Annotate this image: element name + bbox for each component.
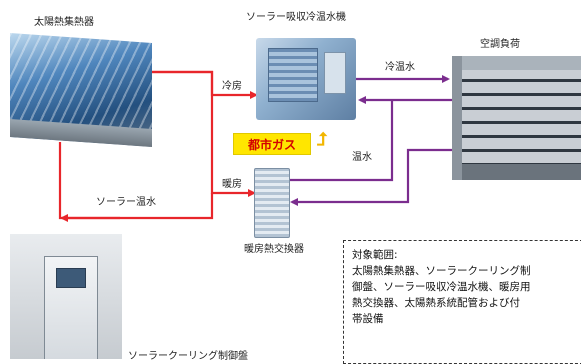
- solar-collector-label: 太陽熱集熱器: [34, 17, 94, 28]
- scope-line: 御盤、ソーラー吸収冷温水機、暖房用: [352, 281, 531, 293]
- city-gas-badge: 都市ガス: [233, 133, 311, 155]
- cooling-label: 冷房: [222, 81, 242, 92]
- scope-line: 太陽熱集熱器、ソーラークーリング制: [352, 265, 531, 277]
- load-to-exchanger-line: [290, 148, 452, 206]
- air-conditioning-load-photo: [452, 56, 581, 180]
- absorption-chiller-label: ソーラー吸収冷温水機: [246, 12, 346, 23]
- hot-water-label: 温水: [352, 152, 372, 163]
- solar-to-exchanger-line: [152, 70, 256, 197]
- control-panel-label: ソーラークーリング制御盤: [128, 351, 248, 362]
- air-conditioning-load-label: 空調負荷: [480, 39, 520, 50]
- solar-collector-photo: [10, 33, 152, 147]
- solar-return-line: [58, 142, 214, 220]
- scope-box: 対象範囲: 太陽熱集熱器、ソーラークーリング制 御盤、ソーラー吸収冷温水機、暖房…: [343, 240, 581, 364]
- heat-exchanger-label: 暖房熱交換器: [244, 244, 304, 255]
- solar-hot-water-label: ソーラー温水: [96, 197, 156, 208]
- scope-line: 熱交換器、太陽熱系統配管および付: [352, 297, 520, 309]
- chilled-hot-water-label: 冷温水: [385, 62, 415, 73]
- control-panel-photo: [10, 234, 122, 359]
- scope-title: 対象範囲:: [352, 249, 398, 261]
- exchanger-to-load-line: [288, 100, 394, 182]
- scope-line: 帯設備: [352, 313, 384, 325]
- up-arrow-icon: ⮥: [316, 129, 328, 150]
- absorption-chiller-photo: [256, 38, 356, 120]
- heating-label: 暖房: [222, 179, 242, 190]
- city-gas-label: 都市ガス: [247, 137, 296, 152]
- heat-exchanger-photo: [254, 168, 290, 238]
